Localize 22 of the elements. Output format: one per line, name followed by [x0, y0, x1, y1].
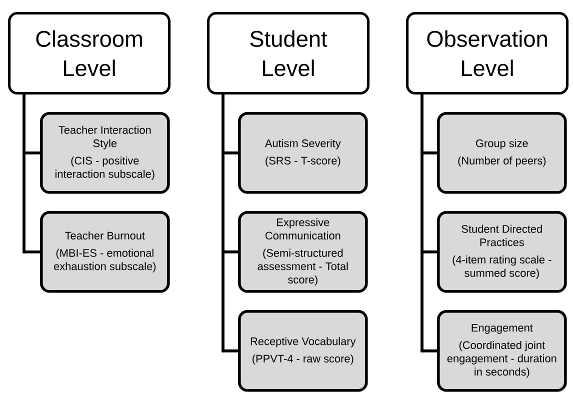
- measure-box: Engagement (Coordinated joint engagement - duration in seconds): [437, 310, 567, 392]
- measure-box: Receptive Vocabulary (PPVT-4 - raw score): [238, 310, 368, 392]
- level-box: Student Level: [207, 12, 370, 95]
- measure-box: Student Directed Practices (4-item rating scale - summed score): [437, 211, 567, 293]
- level-box: Observation Level: [406, 12, 569, 95]
- connector-line: [24, 250, 40, 254]
- measure-box: Autism Severity (SRS - T-score): [238, 112, 368, 194]
- measure-box: Teacher Burnout (MBI-ES - emotional exhaustion subscale): [40, 211, 170, 293]
- connector-line: [22, 93, 26, 254]
- measure-box: Expressive Communication (Semi-structured assessment - Total score): [238, 211, 368, 293]
- measure-box: Teacher Interaction Style (CIS - positive interaction subscale): [40, 112, 170, 194]
- connector-line: [420, 93, 424, 352]
- connector-line: [422, 349, 437, 352]
- level-box: Classroom Level: [8, 12, 171, 95]
- connector-line: [24, 151, 40, 154]
- connector-line: [223, 250, 238, 254]
- measure-box: Group size (Number of peers): [437, 112, 567, 194]
- connector-line: [422, 151, 437, 154]
- connector-line: [422, 250, 437, 254]
- connector-line: [222, 93, 224, 352]
- connector-line: [223, 349, 238, 352]
- connector-line: [223, 151, 238, 154]
